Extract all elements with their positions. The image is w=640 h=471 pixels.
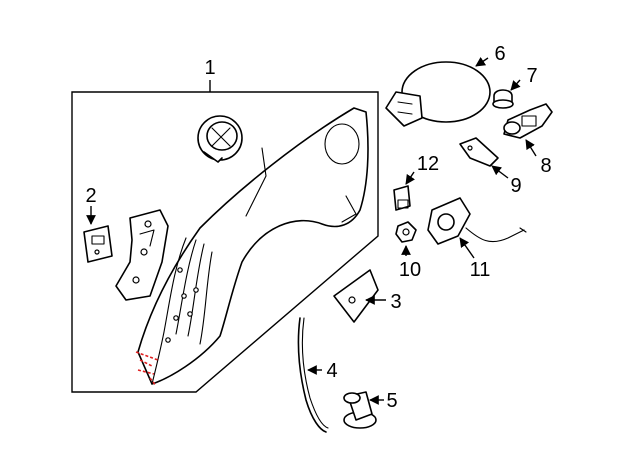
callout-12: 12	[417, 153, 439, 175]
cut-line	[135, 351, 159, 387]
clip-item-12[interactable]	[393, 185, 411, 211]
callout-11: 11	[470, 259, 491, 281]
reinforcement-bracket[interactable]	[115, 209, 169, 301]
actuator-item-8[interactable]	[503, 103, 553, 139]
callout-2: 2	[85, 185, 96, 207]
assembly-border	[71, 80, 379, 393]
callout-1: 1	[204, 57, 215, 79]
trim-piece-item-3[interactable]	[333, 269, 379, 323]
grommet-item-7[interactable]	[492, 89, 514, 109]
hinge-item-9[interactable]	[459, 137, 499, 167]
fuel-door[interactable]	[385, 61, 491, 127]
callout-10: 10	[399, 259, 421, 281]
seal-strip-item-4[interactable]	[297, 317, 329, 433]
quarter-panel[interactable]	[135, 107, 369, 387]
callout-9: 9	[510, 175, 521, 197]
callout-5: 5	[386, 390, 397, 412]
nut-item-10[interactable]	[395, 221, 417, 243]
callout-6: 6	[494, 43, 505, 65]
release-cable-item-11[interactable]	[427, 197, 527, 245]
bracket-item-2[interactable]	[83, 225, 113, 263]
callout-4: 4	[326, 360, 337, 382]
callout-7: 7	[526, 65, 537, 87]
cap-item-5[interactable]	[343, 391, 377, 429]
callout-8: 8	[540, 155, 551, 177]
callout-3: 3	[390, 291, 401, 313]
fuel-filler-housing[interactable]	[197, 115, 243, 163]
